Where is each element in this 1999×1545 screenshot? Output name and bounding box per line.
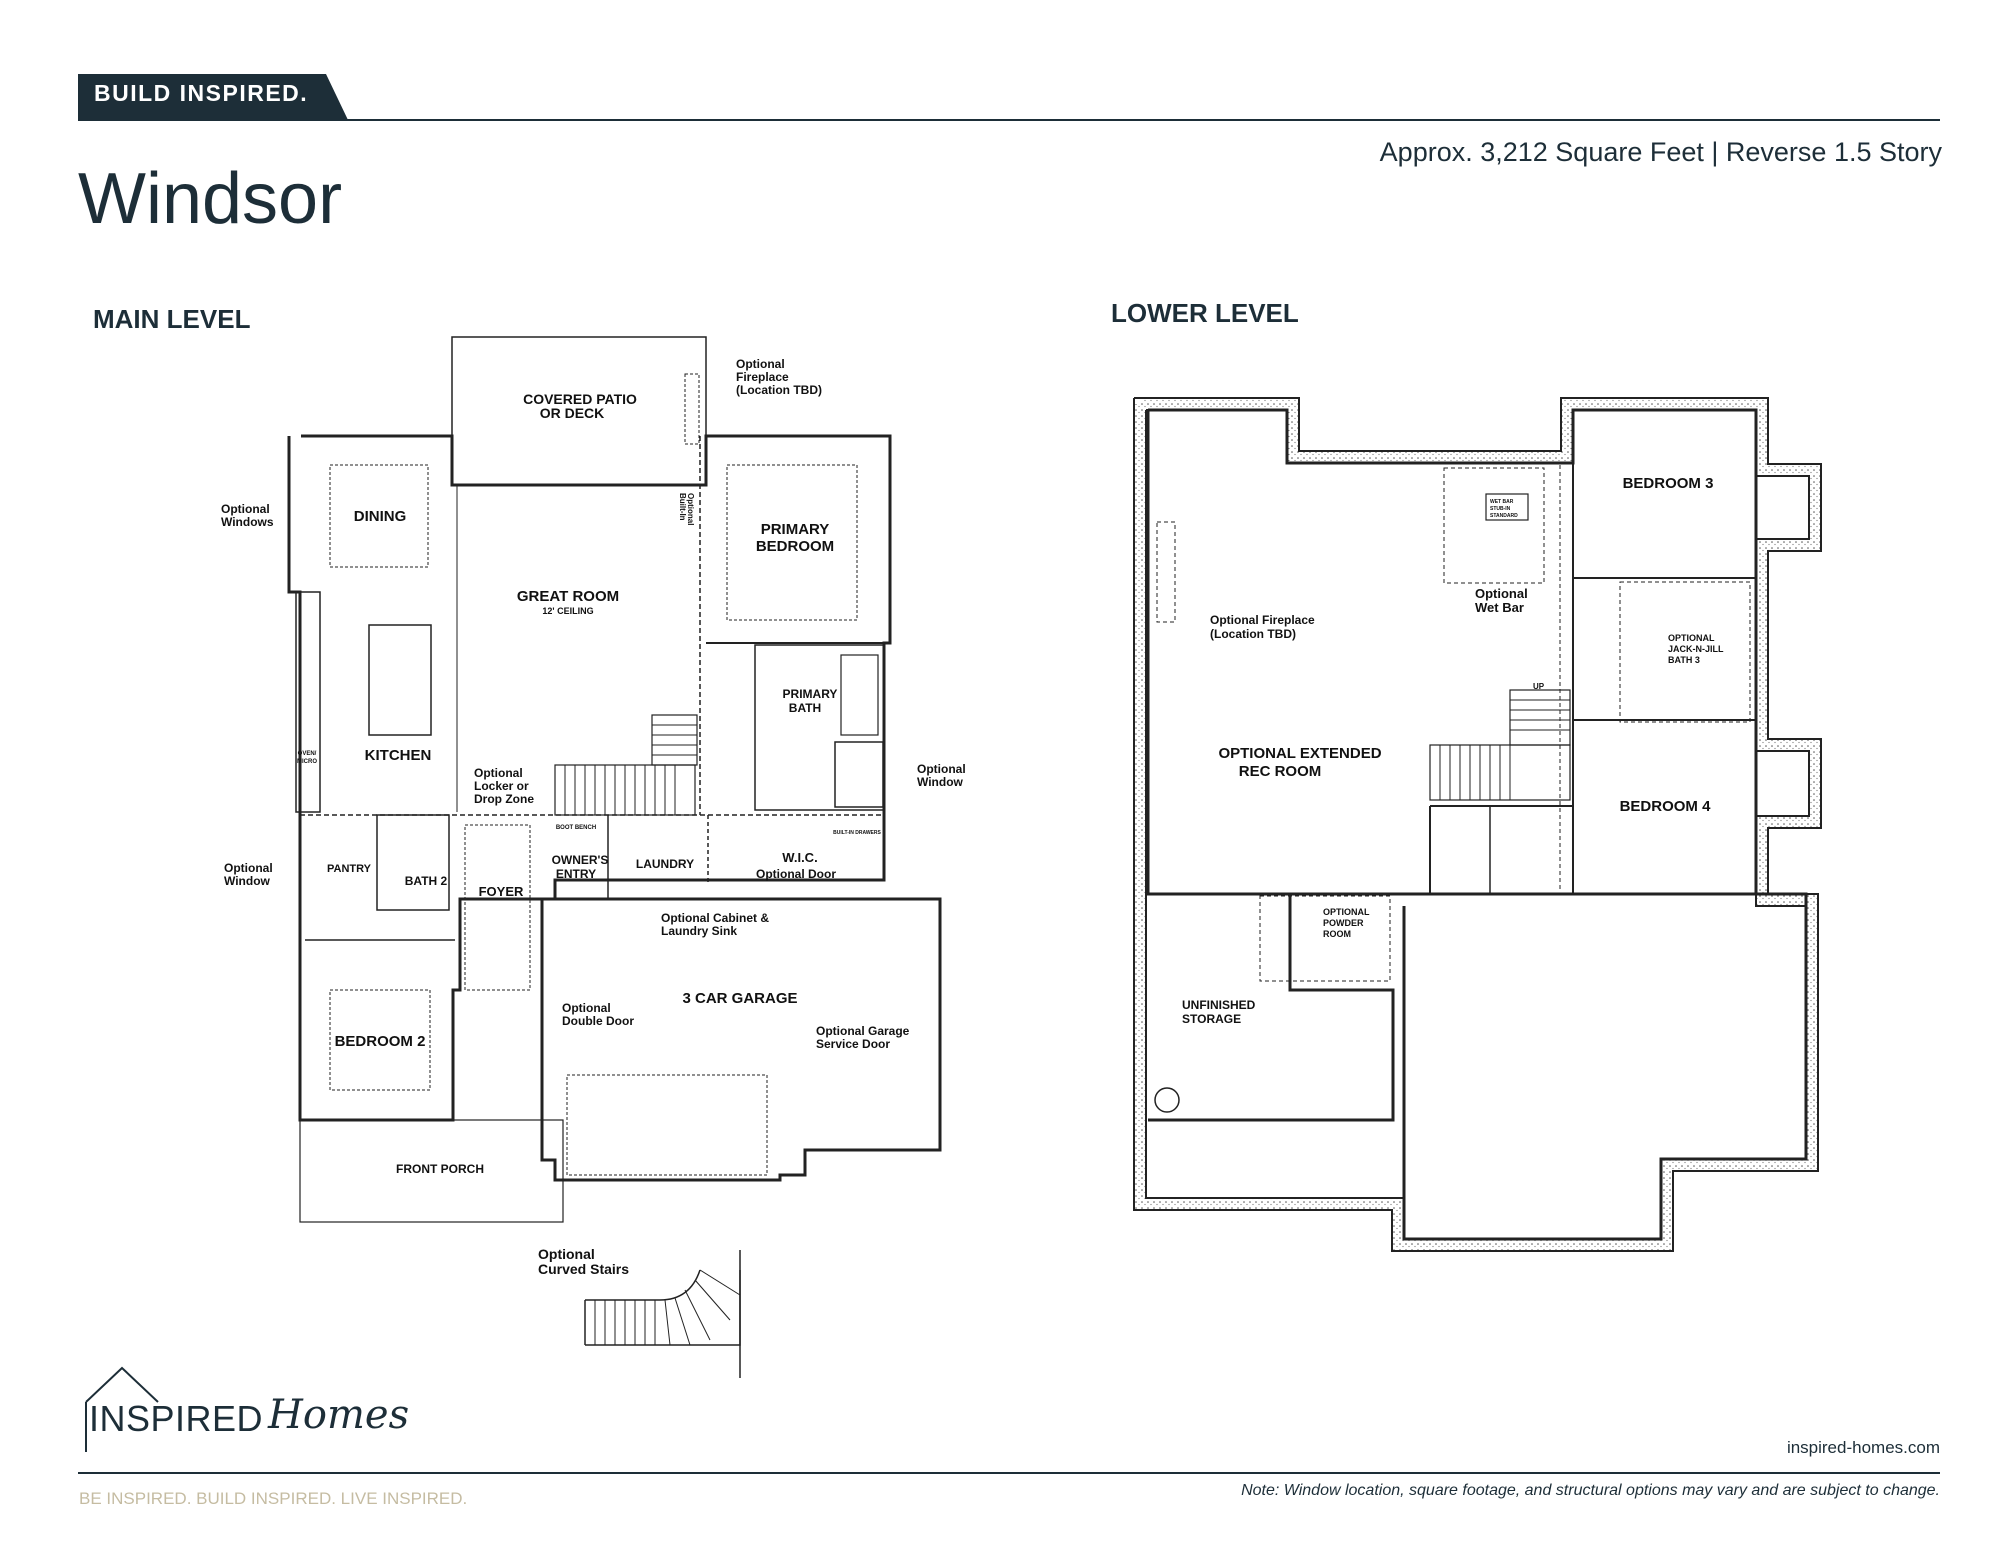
home-name: Windsor — [78, 159, 343, 239]
cabinet-note-2: Laundry Sink — [661, 924, 737, 938]
oven-micro-label-2: MICRO — [297, 759, 317, 765]
window-left-note-2: Window — [224, 874, 271, 888]
primary-bedroom-label-1: PRIMARY — [761, 521, 830, 538]
locker-note-2: Locker or — [474, 779, 529, 793]
oven-micro-label-1: OVEN/ — [298, 751, 317, 757]
locker-note-1: Optional — [474, 766, 523, 780]
wic-label: W.I.C. — [782, 850, 817, 865]
built-in-drawers-label: BUILT-IN DRAWERS — [833, 830, 881, 836]
garage-door-note-1: Optional Garage — [816, 1024, 910, 1038]
windows-note-1: Optional — [221, 502, 270, 516]
boot-bench-label: BOOT BENCH — [556, 825, 596, 831]
disclaimer: Note: Window location, square footage, a… — [1241, 1482, 1940, 1499]
front-porch-label: FRONT PORCH — [396, 1162, 484, 1176]
curved-stairs-note-1: Optional — [538, 1246, 595, 1262]
website-link[interactable]: inspired-homes.com — [1786, 1438, 1940, 1457]
builtin-note-1: Optional — [686, 493, 695, 525]
foyer-label: FOYER — [479, 884, 524, 899]
bedroom2-label: BEDROOM 2 — [335, 1033, 426, 1050]
inspired-homes-logo — [85, 1366, 159, 1452]
tagline-tab — [78, 74, 348, 120]
curved-stairs-note-2: Curved Stairs — [538, 1261, 629, 1277]
window-right-note-1: Optional — [917, 762, 966, 776]
window-right-note-2: Window — [917, 775, 964, 789]
primary-bath-label-2: BATH — [789, 701, 821, 715]
window-left-note-1: Optional — [224, 861, 273, 875]
locker-note-3: Drop Zone — [474, 792, 534, 806]
fireplace-note-2: Fireplace — [736, 370, 789, 384]
builtin-note-2: Built-In — [678, 493, 687, 521]
wic-door-note: Optional Door — [756, 867, 836, 881]
home-summary: Approx. 3,212 Square Feet | Reverse 1.5 … — [1379, 137, 1942, 167]
windows-note-2: Windows — [221, 515, 274, 529]
slogan: BE INSPIRED. BUILD INSPIRED. LIVE INSPIR… — [79, 1489, 468, 1508]
double-door-note-1: Optional — [562, 1001, 611, 1015]
lower-level-title: LOWER LEVEL — [1111, 298, 1299, 328]
kitchen-label: KITCHEN — [365, 747, 432, 764]
owners-entry-label-2: ENTRY — [556, 867, 596, 881]
logo-word: INSPIRED — [89, 1398, 264, 1439]
top-divider — [78, 119, 1940, 121]
bottom-divider — [78, 1472, 1940, 1474]
patio-label-2: OR DECK — [540, 405, 605, 421]
great-room-label: GREAT ROOM — [517, 588, 619, 605]
fireplace-note-3: (Location TBD) — [736, 383, 822, 397]
double-door-note-2: Double Door — [562, 1014, 634, 1028]
cabinet-note-1: Optional Cabinet & — [661, 911, 769, 925]
main-level-title: MAIN LEVEL — [93, 304, 251, 334]
primary-bath-label-1: PRIMARY — [783, 687, 838, 701]
garage-door-note-2: Service Door — [816, 1037, 890, 1051]
dining-label: DINING — [354, 508, 407, 525]
patio-label-1: COVERED PATIO — [523, 391, 637, 407]
tagline: BUILD INSPIRED. — [94, 80, 309, 106]
logo-script: Homes — [268, 1392, 410, 1438]
bath2-label: BATH 2 — [405, 874, 448, 888]
great-room-ceiling: 12' CEILING — [542, 606, 593, 616]
garage-label: 3 CAR GARAGE — [682, 990, 797, 1007]
laundry-label: LAUNDRY — [636, 857, 694, 871]
fireplace-note-1: Optional — [736, 357, 785, 371]
pantry-label: PANTRY — [327, 863, 372, 875]
owners-entry-label-1: OWNER'S — [552, 853, 609, 867]
primary-bedroom-label-2: BEDROOM — [756, 538, 834, 555]
